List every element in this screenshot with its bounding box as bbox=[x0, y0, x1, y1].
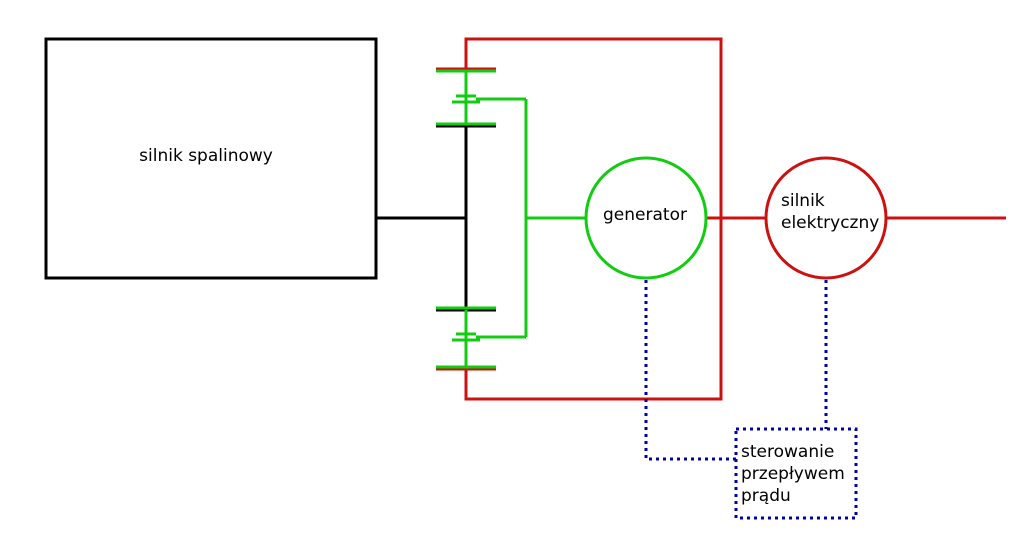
electric-motor-label: silnik elektryczny bbox=[781, 191, 879, 233]
current-control-label-line2: przepływem bbox=[741, 464, 845, 484]
current-control-box bbox=[734, 427, 858, 520]
current-control-label-line1: sterowanie bbox=[741, 442, 834, 462]
electric-motor-circle bbox=[764, 156, 888, 280]
planetary-gear bbox=[436, 69, 586, 369]
combustion-engine-label: silnik spalinowy bbox=[139, 146, 273, 166]
current-control-label: sterowanie przepływem prądu bbox=[741, 442, 850, 506]
engine-shaft bbox=[376, 124, 496, 312]
electric-motor-label-line1: silnik bbox=[781, 191, 825, 211]
generator-circle bbox=[584, 156, 708, 280]
generator-label: generator bbox=[603, 205, 687, 225]
control-lines bbox=[644, 280, 858, 520]
current-control-label-line3: prądu bbox=[741, 486, 791, 506]
ring-gear-housing bbox=[436, 37, 1006, 401]
combustion-engine-box bbox=[44, 37, 378, 280]
electric-motor-label-line2: elektryczny bbox=[781, 213, 879, 233]
